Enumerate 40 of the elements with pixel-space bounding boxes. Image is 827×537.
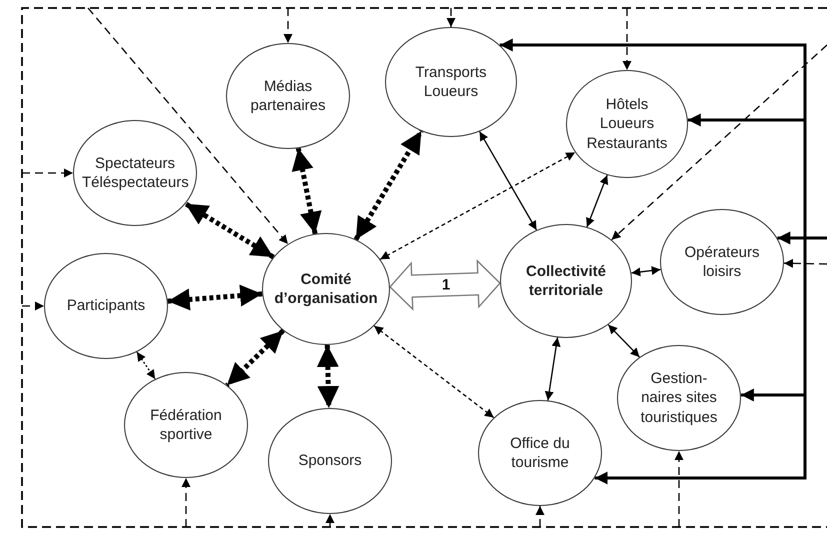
arrow <box>182 478 190 527</box>
connector-arrow <box>594 236 827 484</box>
arrow <box>284 8 292 43</box>
arrow <box>608 324 640 358</box>
arrow <box>22 168 73 178</box>
node-label: Médias partenaires <box>249 76 327 116</box>
arrow <box>184 202 275 260</box>
node-label: Hôtels Loueurs Restaurants <box>586 94 668 154</box>
arrow <box>326 514 334 527</box>
arrow <box>88 8 288 244</box>
node-label: Participants <box>66 296 146 316</box>
arrow <box>354 130 424 241</box>
arrow <box>544 337 561 400</box>
arrow <box>536 506 544 527</box>
arrow <box>374 325 494 418</box>
arrow <box>586 174 608 228</box>
node-label: Comité d’organisation <box>273 270 379 308</box>
node-label: Office du tourisme <box>509 434 571 472</box>
arrow <box>316 344 340 408</box>
node-label: Opérateurs loisirs <box>683 242 761 282</box>
node-label: Fédération sportive <box>149 406 223 444</box>
arrow <box>136 352 156 380</box>
double-block-arrow <box>389 259 501 311</box>
arrow <box>380 152 576 260</box>
arrow <box>292 148 322 234</box>
arrow <box>168 284 262 310</box>
arrow <box>631 266 661 276</box>
arrow <box>225 328 285 387</box>
node-label: Gestion- naires sites touristiques <box>640 368 718 428</box>
arrow <box>446 8 456 27</box>
node-label: Spectateurs Téléspectateurs <box>82 154 188 192</box>
arrow <box>622 8 632 70</box>
node-label: Collectivité territoriale <box>524 262 608 300</box>
node-label: Transports Loueurs <box>414 62 488 102</box>
arrow <box>784 258 827 268</box>
arrow <box>611 44 827 240</box>
arrow <box>22 302 44 310</box>
node-label: Sponsors <box>297 451 363 471</box>
arrow <box>479 131 538 230</box>
arrow <box>674 451 684 527</box>
